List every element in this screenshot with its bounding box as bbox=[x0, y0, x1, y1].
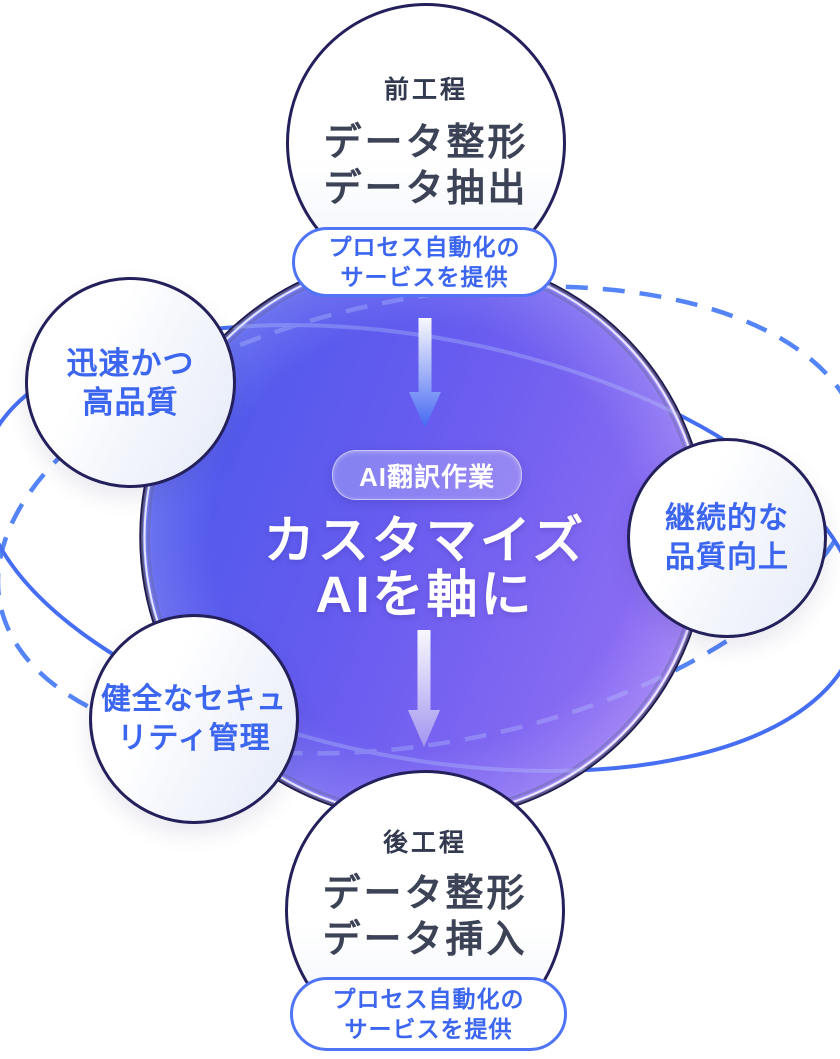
down-arrow-top bbox=[409, 318, 441, 428]
core-title-line2: AIを軸に bbox=[315, 566, 535, 623]
core-title-line1: カスタマイズ bbox=[263, 512, 587, 569]
down-arrow-bottom bbox=[408, 630, 440, 747]
ai-translation-badge: AI翻訳作業 bbox=[332, 450, 522, 500]
ai-translation-badge-label: AI翻訳作業 bbox=[358, 461, 495, 492]
post-process-label: 後工程 bbox=[382, 829, 467, 857]
post-process-service-line1: プロセス自動化の bbox=[332, 986, 525, 1012]
pre-process-task-1: データ整形 bbox=[323, 122, 529, 164]
post-process-task-1: データ整形 bbox=[322, 873, 528, 915]
feature-quality-line1: 継続的な bbox=[665, 502, 789, 535]
feature-speed-line1: 迅速かつ bbox=[66, 345, 195, 381]
pre-process-service-line1: プロセス自動化の bbox=[328, 234, 521, 260]
post-process-service-pill: プロセス自動化の サービスを提供 bbox=[290, 977, 567, 1051]
feature-security-line2: リティ管理 bbox=[117, 722, 271, 755]
pre-process-service-pill: プロセス自動化の サービスを提供 bbox=[292, 227, 557, 297]
pre-process-label: 前工程 bbox=[383, 76, 468, 104]
feature-circle-speed-quality: 迅速かつ 高品質 bbox=[25, 277, 236, 488]
feature-speed-line2: 高品質 bbox=[82, 384, 179, 420]
feature-quality-line2: 品質向上 bbox=[665, 541, 789, 574]
feature-circle-continuous-improvement: 継続的な 品質向上 bbox=[627, 438, 827, 638]
orbit-lines-overlay bbox=[141, 284, 707, 773]
core-title: カスタマイズ AIを軸に bbox=[145, 514, 705, 622]
post-process-service-line2: サービスを提供 bbox=[344, 1016, 513, 1042]
post-process-task-2: データ挿入 bbox=[322, 919, 528, 961]
feature-circle-security: 健全なセキュ リティ管理 bbox=[89, 614, 299, 824]
feature-security-line1: 健全なセキュ bbox=[101, 683, 287, 716]
pre-process-service-line2: サービスを提供 bbox=[340, 264, 509, 290]
pre-process-task-2: データ抽出 bbox=[323, 168, 529, 210]
